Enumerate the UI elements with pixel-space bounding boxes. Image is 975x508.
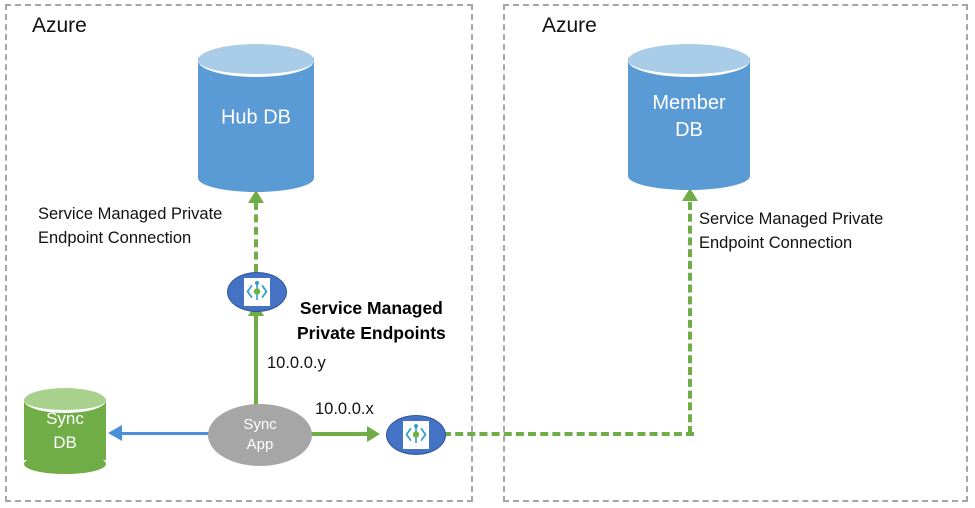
annotation-smpe-line1: Service Managed xyxy=(299,298,443,318)
annotation-smpe-line2: Private Endpoints xyxy=(297,322,446,343)
annotation-member-connection-line1: Service Managed Private xyxy=(699,210,884,228)
private-endpoint-icon xyxy=(403,421,429,449)
connector-sync-app-to-endpoint-member xyxy=(305,432,367,436)
sync-app-label: Sync App xyxy=(208,415,312,456)
annotation-hub-connection-line1: Service Managed Private xyxy=(38,205,223,223)
private-endpoint-node-hub[interactable] xyxy=(227,272,287,312)
annotation-hub-connection-line2: Endpoint Connection xyxy=(38,228,192,247)
annotation-hub-connection: Service Managed Private Endpoint Connect… xyxy=(38,203,222,251)
azure-label-right: Azure xyxy=(542,14,597,37)
arrow-to-hub-db xyxy=(248,190,264,203)
hub-db-body xyxy=(198,58,314,178)
hub-db-cylinder[interactable]: Hub DB xyxy=(198,44,314,192)
member-db-top xyxy=(628,44,750,77)
annotation-member-connection: Service Managed Private Endpoint Connect… xyxy=(699,208,883,256)
sync-db-top xyxy=(24,388,106,413)
member-db-body xyxy=(628,58,750,176)
connector-sync-app-to-endpoint-hub xyxy=(254,315,258,420)
azure-boundary-right xyxy=(503,4,968,502)
arrow-to-sync-db xyxy=(108,425,122,441)
connector-to-member-db-vertical xyxy=(688,202,692,434)
connector-endpoint-hub-to-hub-db xyxy=(254,202,258,272)
member-db-cylinder[interactable]: Member DB xyxy=(628,44,750,190)
sync-app-node[interactable]: Sync App xyxy=(208,404,312,466)
ip-label-member: 10.0.0.x xyxy=(315,400,374,418)
annotation-service-managed-private-endpoints: Service Managed Private Endpoints xyxy=(297,296,446,345)
annotation-member-connection-line2: Endpoint Connection xyxy=(699,233,853,252)
azure-label-left: Azure xyxy=(32,14,87,37)
azure-boundary-left xyxy=(5,4,473,502)
sync-db-cylinder[interactable]: Sync DB xyxy=(24,388,106,474)
arrow-to-member-db xyxy=(682,188,698,201)
sync-db-bottom xyxy=(24,454,106,474)
member-db-bottom xyxy=(628,162,750,190)
private-endpoint-icon xyxy=(244,278,270,306)
private-endpoint-node-member[interactable] xyxy=(386,415,446,455)
connector-endpoint-member-horizontal xyxy=(443,432,694,436)
hub-db-top xyxy=(198,44,314,77)
arrow-to-endpoint-member xyxy=(367,426,380,442)
sync-app-label-line1: Sync xyxy=(243,415,277,433)
ip-label-hub: 10.0.0.y xyxy=(267,354,326,372)
sync-app-label-line2: App xyxy=(246,436,274,453)
hub-db-bottom xyxy=(198,164,314,192)
connector-sync-app-to-sync-db xyxy=(122,432,217,435)
